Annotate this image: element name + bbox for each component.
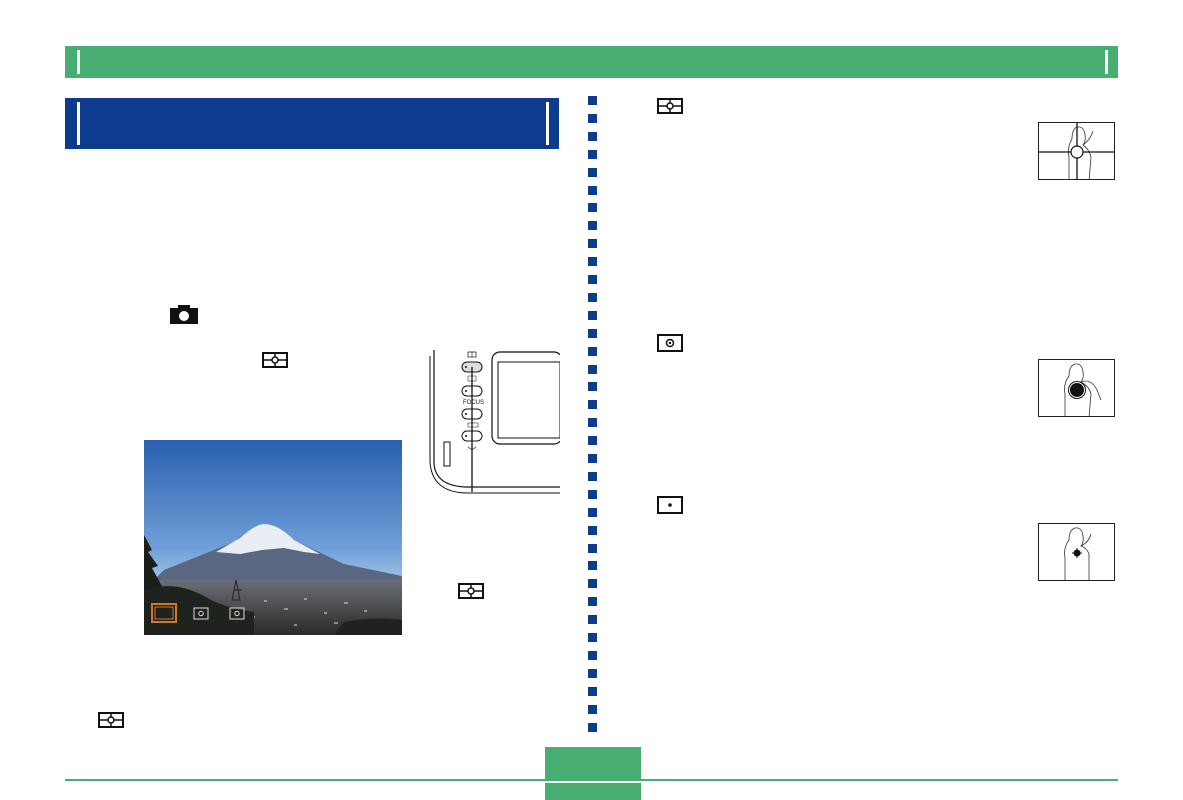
camera-back-diagram: FOCUS	[426, 346, 563, 496]
divider-dot	[588, 346, 597, 356]
divider-dot	[588, 221, 597, 231]
divider-dot	[588, 650, 597, 660]
divider-dot	[588, 454, 597, 463]
page-number-tab-base	[545, 783, 641, 800]
divider-dot	[588, 561, 597, 571]
divider-dot	[588, 436, 597, 446]
divider-dot	[588, 400, 597, 410]
divider-dot	[588, 239, 597, 249]
divider-dot	[588, 633, 597, 642]
multi-pattern-metering-icon	[98, 712, 124, 728]
divider-dot	[588, 525, 597, 535]
center-weighted-illustration	[1038, 359, 1115, 417]
divider-dot	[588, 364, 597, 374]
divider-dot	[588, 722, 597, 732]
divider-dot	[588, 96, 597, 105]
divider-dot	[588, 328, 597, 338]
column-divider	[588, 96, 598, 738]
header-band-edge-left	[77, 50, 80, 74]
divider-dot	[588, 131, 597, 141]
divider-dot	[588, 113, 597, 123]
center-weighted-metering-icon	[657, 334, 683, 352]
multi-pattern-illustration	[1038, 122, 1115, 180]
header-band	[65, 46, 1118, 78]
title-bar-edge-left	[77, 102, 80, 145]
divider-dot	[588, 704, 597, 714]
divider-dot	[588, 310, 597, 320]
divider-dot	[588, 543, 597, 553]
section-title-bar	[65, 98, 559, 149]
spot-metering-icon	[657, 496, 683, 514]
divider-dot	[588, 579, 597, 589]
camera-icon	[170, 305, 198, 324]
page-number-tab	[545, 747, 641, 779]
multi-pattern-metering-icon	[458, 583, 484, 599]
divider-dot	[588, 149, 597, 159]
divider-dot	[588, 257, 597, 267]
divider-dot	[588, 418, 597, 428]
divider-dot	[588, 597, 597, 607]
divider-dot	[588, 471, 597, 481]
sample-photo	[144, 440, 402, 635]
divider-dot	[588, 292, 597, 302]
divider-dot	[588, 489, 597, 499]
header-band-edge-right	[1105, 50, 1108, 74]
divider-dot	[588, 167, 597, 177]
title-bar-edge-right	[546, 102, 549, 145]
divider-dot	[588, 382, 597, 392]
divider-dot	[588, 275, 597, 284]
spot-illustration	[1038, 523, 1115, 581]
focus-button-label: FOCUS	[463, 400, 484, 406]
divider-dot	[588, 668, 597, 678]
divider-dot	[588, 507, 597, 517]
multi-pattern-metering-icon	[262, 352, 288, 368]
footer-line	[65, 779, 1118, 781]
divider-dot	[588, 686, 597, 696]
divider-dot	[588, 185, 597, 195]
divider-dot	[588, 203, 597, 213]
divider-dot	[588, 615, 597, 625]
multi-pattern-metering-icon	[657, 98, 683, 114]
